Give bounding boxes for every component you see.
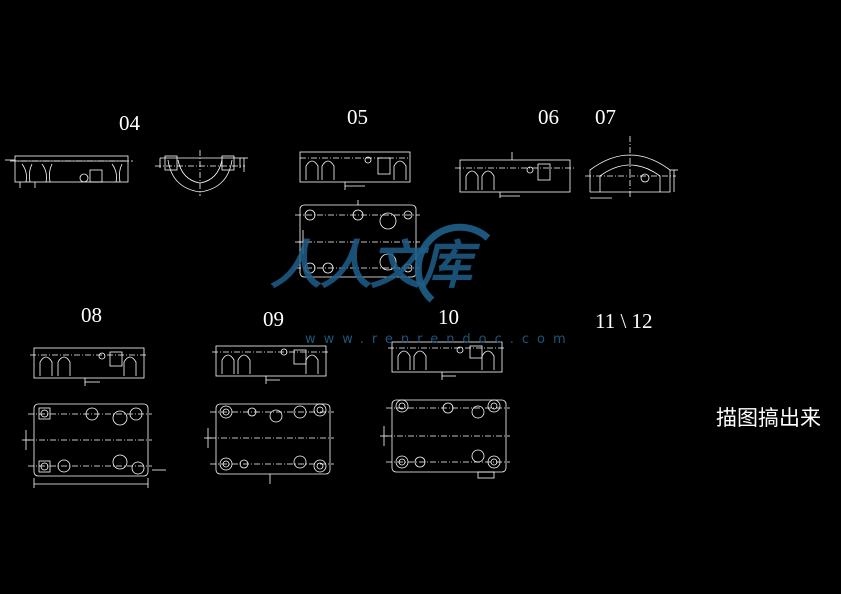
part-label-05: 05: [347, 105, 368, 129]
part-label-10: 10: [438, 305, 459, 329]
part-label-08: 08: [81, 303, 102, 327]
part-08-plan-view: [22, 403, 166, 488]
part-10-plan-view: [380, 399, 510, 479]
part-label-04: 04: [119, 111, 140, 135]
watermark-text: 人人文库: [270, 236, 472, 296]
part-label-09: 09: [263, 307, 284, 331]
part-label-07: 07: [595, 105, 616, 129]
part-06-front-view: [455, 152, 575, 198]
part-07-side-view: [585, 136, 678, 199]
part-08-front-view: [30, 347, 148, 386]
watermark-url: www.renrendoc.com: [305, 332, 574, 347]
part-05-plan-view: [295, 200, 420, 278]
part-05-front-view: [299, 151, 411, 190]
part-10-front-view: [388, 341, 506, 380]
part-09-front-view: [212, 345, 330, 384]
watermark-logo-icon: [414, 223, 491, 303]
part-label-11-12: 11 \ 12: [595, 309, 653, 333]
part-09-plan-view: [204, 403, 334, 484]
part-label-06: 06: [538, 105, 559, 129]
part-04-front-view: [5, 155, 133, 188]
part-04-side-view: [155, 150, 248, 196]
instruction-note: 描图搞出来: [716, 406, 821, 430]
